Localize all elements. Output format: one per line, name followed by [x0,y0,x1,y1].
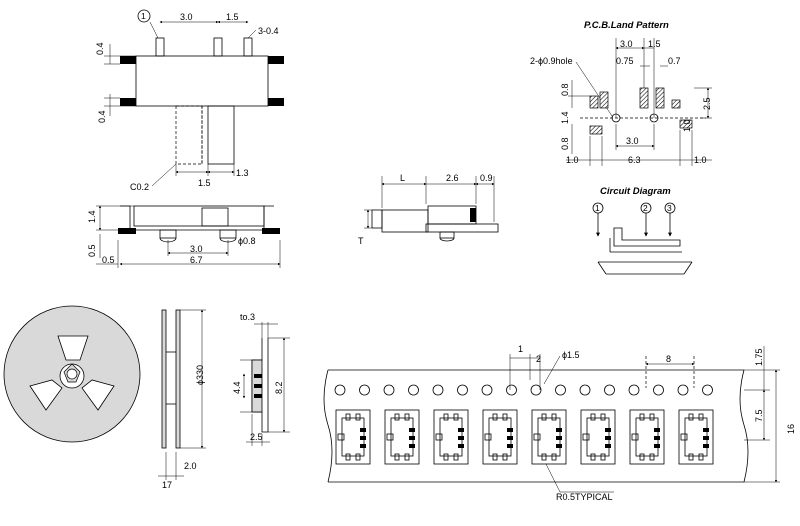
dim-0-5-v: 0.5 [87,244,97,257]
dim-L: L [400,173,405,183]
carrier-dim-4-4: 4.4 [232,381,242,394]
carrier-dim-8-2: 8.2 [274,381,284,394]
tape-pocket [629,409,665,465]
reel-dim-330: ϕ330 [195,365,205,385]
dim-0-4-top: 0.4 [95,42,105,55]
carrier-dim-t: to.3 [240,312,255,322]
tape-pocket [482,409,518,465]
sprocket-hole [628,384,640,396]
sprocket-hole [408,384,419,396]
tape-dim-1-75: 1.75 [754,348,764,366]
lp-dim-0-8-a: 0.8 [560,83,570,96]
dim-phi-0-8: ϕ0.8 [238,236,256,246]
lp-dim-1-0-r: 1.0 [682,119,692,132]
tape-pocket [531,409,567,465]
dim-2-6: 2.6 [446,173,459,183]
lp-dim-1-5: 1.5 [648,39,661,49]
circuit-pin3: 3 [667,203,672,213]
sprocket-hole [702,384,713,396]
tape-dim-2: 2 [536,354,541,364]
tape: 1 2 ϕ1.5 8 1.75 7.5 16 R0.5TYPICAL [323,344,796,502]
pin1-mark: 1 [141,11,146,21]
lp-dim-0-7: 0.7 [668,56,681,66]
dim-1-5-b: 1.5 [198,178,211,188]
tape-dim-1: 1 [518,344,523,354]
lp-dim-1-0-b: 1.0 [694,155,707,165]
sprocket-hole [530,384,542,396]
reel: ϕ330 2.0 17 [3,305,206,490]
dim-3-0: 3.0 [180,12,193,22]
land-pattern-title: P.C.B.Land Pattern [584,20,669,31]
dim-0-5-h: 0.5 [102,255,115,265]
dim-1-5: 1.5 [226,12,239,22]
circuit-title: Circuit Diagram [600,186,671,197]
side-view: 1.4 0.5 3.0 ϕ0.8 6.7 0.5 [87,205,281,268]
tape-pocket [678,409,714,465]
top-view: 1 3.0 1.5 3-0.4 0.4 0.4 [95,9,284,192]
sprocket-hole [383,384,395,396]
circuit-pin1: 1 [595,203,600,213]
sprocket-hole [555,384,566,396]
lp-dim-3-0-top: 3.0 [620,39,633,49]
circuit-pin2: 2 [643,203,648,213]
sprocket-hole [481,384,493,396]
tape-note: R0.5TYPICAL [556,492,613,502]
sprocket-hole [457,384,468,396]
dim-1-3: 1.3 [236,168,249,178]
lp-dim-0-75: 0.75 [616,56,634,66]
dim-0-4-bot: 0.4 [97,110,107,123]
sprocket-hole [359,384,370,396]
carrier-dim-2-5: 2.5 [250,432,263,442]
dim-6-7: 6.7 [190,255,203,265]
dim-1-4: 1.4 [87,210,97,223]
reel-dim-2-0: 2.0 [184,461,197,471]
end-view: L 2.6 0.9 T [358,173,499,246]
land-pattern: P.C.B.Land Pattern 2-ϕ0.9hole 3.0 1.5 0.… [530,20,712,166]
sprocket-hole [432,384,444,396]
sprocket-hole [604,384,615,396]
tape-dim-16: 16 [786,424,796,434]
lp-dim-0-8-b: 0.8 [560,137,570,150]
sprocket-hole [677,384,689,396]
sprocket-hole [579,384,591,396]
dim-3-0-side: 3.0 [190,244,203,254]
lp-dim-6-3: 6.3 [628,155,641,165]
lp-dim-3-0-mid: 3.0 [626,136,639,146]
lp-dim-2-5: 2.5 [702,97,712,110]
carrier-section: to.3 4.4 8.2 2.5 [232,312,290,446]
tape-pocket [580,409,616,465]
reel-dim-17: 17 [162,480,172,490]
dim-0-9: 0.9 [480,173,493,183]
tape-pocket [335,409,371,465]
sprocket-hole [334,384,346,396]
tape-dim-phi: ϕ1.5 [562,350,580,360]
lp-dim-1-0-l: 1.0 [566,155,579,165]
tape-pocket [384,409,420,465]
tape-pocket [433,409,469,465]
dim-T: T [358,236,364,246]
dim-c0-2: C0.2 [130,182,149,192]
tape-dim-8: 8 [666,354,671,364]
dim-pins: 3-0.4 [258,26,279,36]
hole-label: 2-ϕ0.9hole [530,56,573,66]
sprocket-hole [653,384,664,396]
circuit-diagram: Circuit Diagram 1 2 3 [592,186,693,275]
tape-dim-7-5: 7.5 [754,409,764,422]
sprocket-hole [506,384,517,396]
lp-dim-1-4: 1.4 [560,111,570,124]
